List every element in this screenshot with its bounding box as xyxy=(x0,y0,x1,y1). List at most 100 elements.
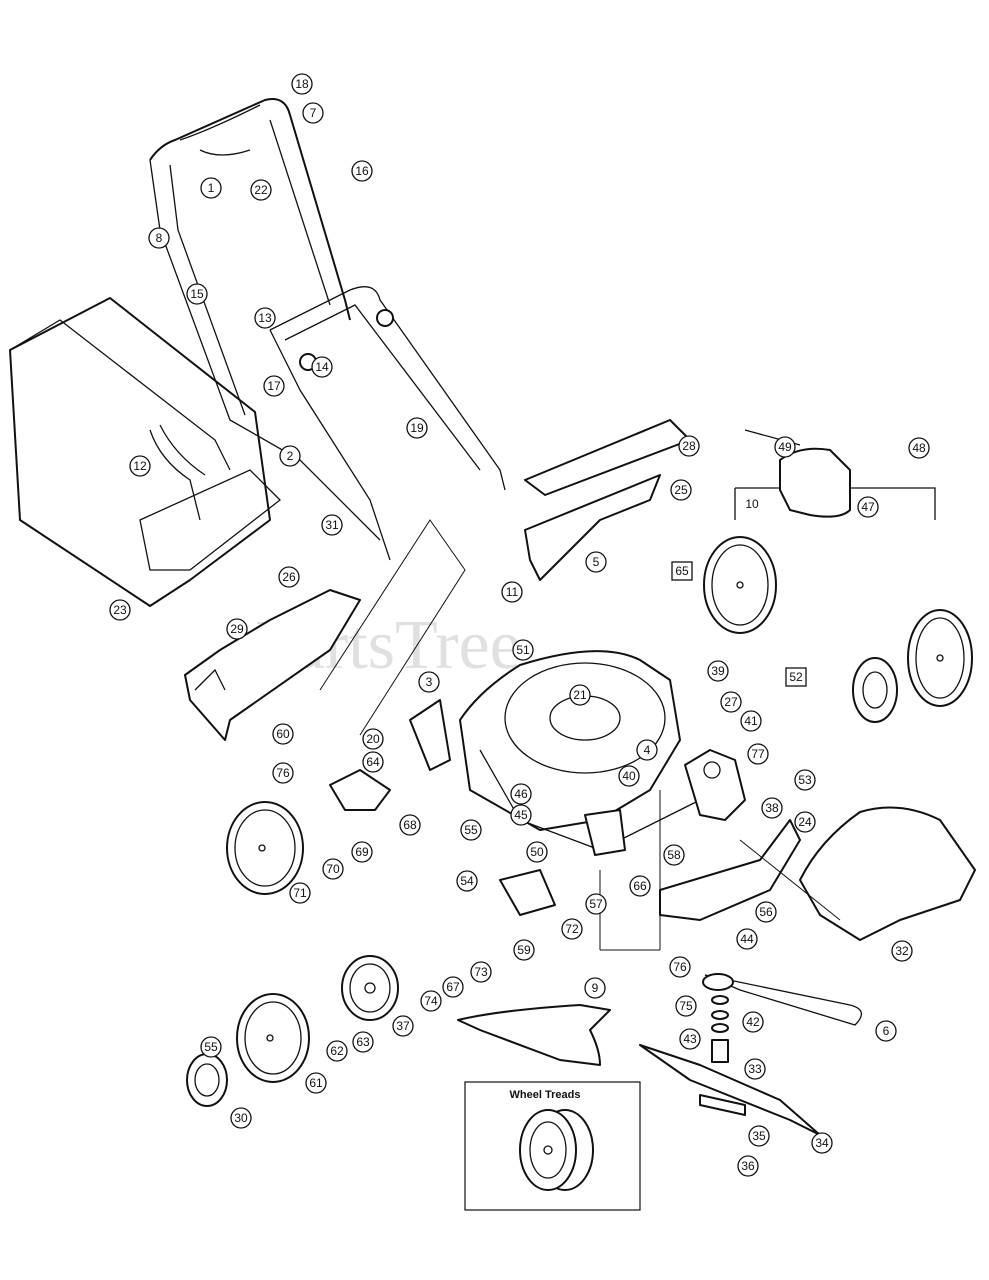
wheel-rear-right xyxy=(703,536,777,634)
part-callout: 20 xyxy=(362,728,384,750)
part-callout-number: 2 xyxy=(287,449,294,463)
part-callout-number: 59 xyxy=(517,943,531,957)
part-callout: 42 xyxy=(742,1011,764,1033)
part-callout-number: 50 xyxy=(530,845,544,859)
part-callout-number: 15 xyxy=(190,287,204,301)
part-callout-number: 19 xyxy=(410,421,424,435)
wheel-rear-left xyxy=(226,801,304,895)
part-callout: 1 xyxy=(200,177,222,199)
part-callout-number: 64 xyxy=(366,755,380,769)
part-callout: 24 xyxy=(794,811,816,833)
part-callout: 75 xyxy=(675,995,697,1017)
part-callout-number: 41 xyxy=(744,714,758,728)
part-callout-number: 53 xyxy=(798,773,812,787)
part-callout: 31 xyxy=(321,514,343,536)
part-callout: 37 xyxy=(392,1015,414,1037)
part-callout-number: 67 xyxy=(446,980,460,994)
part-callout: 16 xyxy=(351,160,373,182)
part-callout-number: 62 xyxy=(330,1044,344,1058)
part-callout-number: 55 xyxy=(464,823,478,837)
part-callout: 26 xyxy=(278,566,300,588)
part-callout-number: 58 xyxy=(667,848,681,862)
part-callout-number: 69 xyxy=(355,845,369,859)
part-callout-number: 73 xyxy=(474,965,488,979)
side-chute xyxy=(799,806,976,941)
part-callout: 32 xyxy=(891,940,913,962)
part-callout: 61 xyxy=(305,1072,327,1094)
part-callout-number: 7 xyxy=(310,106,317,120)
part-callout-number: 55 xyxy=(204,1040,218,1054)
part-callout-number: 60 xyxy=(276,727,290,741)
part-callout: 64 xyxy=(362,751,384,773)
part-callout-number: 46 xyxy=(514,787,528,801)
part-callout-number: 36 xyxy=(741,1159,755,1173)
part-callout-number: 39 xyxy=(711,664,725,678)
part-callout: 21 xyxy=(569,684,591,706)
part-callout: 22 xyxy=(250,179,272,201)
part-callout: 51 xyxy=(512,639,534,661)
wheel-front-right xyxy=(907,609,973,707)
part-callout: 70 xyxy=(322,858,344,880)
part-callout: 47 xyxy=(857,496,879,518)
part-callout: 40 xyxy=(618,765,640,787)
part-callout: 45 xyxy=(510,804,532,826)
part-callout: 7 xyxy=(302,102,324,124)
part-callout-number: 27 xyxy=(724,695,738,709)
part-callout-number: 54 xyxy=(460,874,474,888)
part-callout-number: 35 xyxy=(752,1129,766,1143)
part-callout: 8 xyxy=(148,227,170,249)
part-callout: 9 xyxy=(584,977,606,999)
drive-belt xyxy=(702,973,862,1063)
wheel-treads-inset: Wheel Treads xyxy=(464,1081,641,1211)
part-callout-number: 34 xyxy=(815,1136,829,1150)
hubcap xyxy=(186,1053,228,1107)
part-callout: 2 xyxy=(279,445,301,467)
part-callout: 33 xyxy=(744,1058,766,1080)
part-callout-number: 56 xyxy=(759,905,773,919)
part-callout: 36 xyxy=(737,1155,759,1177)
part-callout: 6 xyxy=(875,1020,897,1042)
part-callout: 19 xyxy=(406,417,428,439)
part-callout: 56 xyxy=(755,901,777,923)
part-callout: 49 xyxy=(774,436,796,458)
part-callout: 76 xyxy=(272,762,294,784)
part-callout: 5 xyxy=(585,551,607,573)
part-callout: 73 xyxy=(470,961,492,983)
part-callout-number: 25 xyxy=(674,483,688,497)
part-callout: 77 xyxy=(747,743,769,765)
part-callout: 15 xyxy=(186,283,208,305)
part-callout: 25 xyxy=(670,479,692,501)
part-callout: 76 xyxy=(669,956,691,978)
part-callout: 29 xyxy=(226,618,248,640)
part-callout-number: 29 xyxy=(230,622,244,636)
part-callout: 27 xyxy=(720,691,742,713)
part-callout-number: 28 xyxy=(682,439,696,453)
part-callout-number: 43 xyxy=(683,1032,697,1046)
front-axle-bracket xyxy=(499,809,626,916)
drive-gear xyxy=(341,955,399,1021)
part-callout-number: 77 xyxy=(751,747,765,761)
part-callout-number: 75 xyxy=(679,999,693,1013)
part-callout-number: 21 xyxy=(573,688,587,702)
part-callout-number: 23 xyxy=(113,603,127,617)
part-callout: 46 xyxy=(510,783,532,805)
part-callout-number: 68 xyxy=(403,818,417,832)
part-callout-number: 4 xyxy=(644,743,651,757)
part-callout-number: 17 xyxy=(267,379,281,393)
part-callout-number: 14 xyxy=(315,360,329,374)
part-callout: 18 xyxy=(291,73,313,95)
part-callout-number: 76 xyxy=(276,766,290,780)
wheel-front-left xyxy=(236,993,310,1083)
part-callout-number: 11 xyxy=(506,585,519,599)
part-callout-number: 24 xyxy=(798,815,812,829)
part-callout: 68 xyxy=(399,814,421,836)
drive-gear-right xyxy=(852,657,898,723)
part-callout-number: 37 xyxy=(396,1019,410,1033)
part-callout: 34 xyxy=(811,1132,833,1154)
part-callout: 3 xyxy=(418,671,440,693)
part-callout-number: 70 xyxy=(326,862,340,876)
upper-handle xyxy=(149,98,381,541)
part-callout-number: 40 xyxy=(622,769,636,783)
part-callout: 53 xyxy=(794,769,816,791)
part-callout: 4 xyxy=(636,739,658,761)
